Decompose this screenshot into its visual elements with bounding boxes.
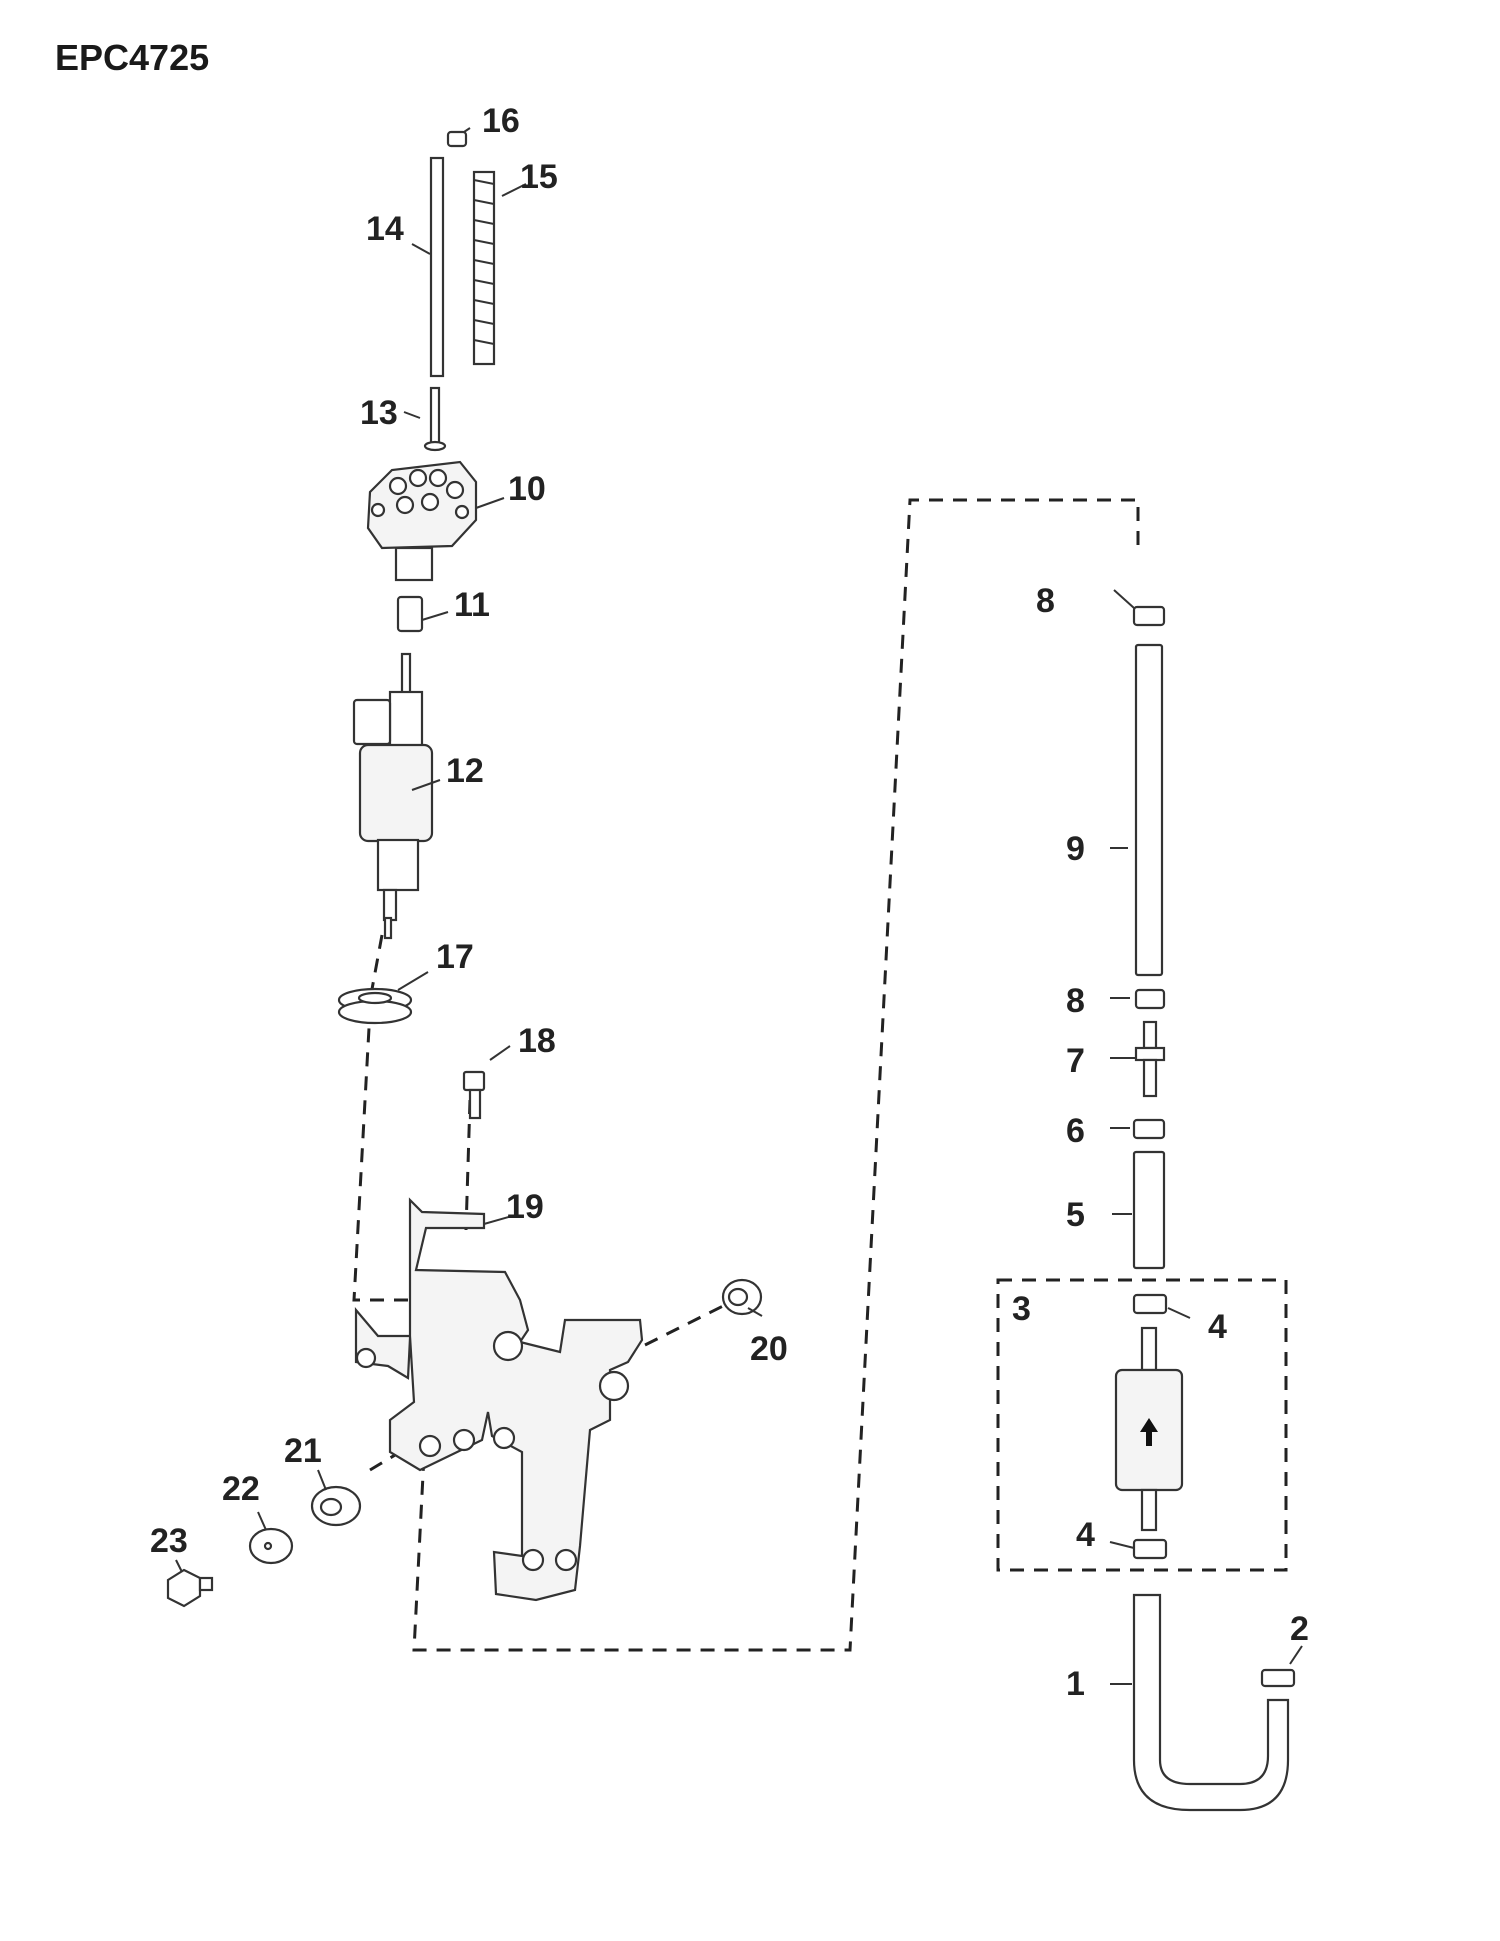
part-14-rod <box>429 156 445 378</box>
diagram-id-title: EPC4725 <box>55 37 209 78</box>
callout-label-5: 5 <box>1066 1196 1085 1234</box>
callout-label-11: 11 <box>454 586 490 624</box>
callout-label-8-top: 8 <box>1036 582 1055 620</box>
callout-label-21: 21 <box>284 1432 322 1470</box>
callout-label-6: 6 <box>1066 1112 1085 1150</box>
part-6-connector <box>1132 1118 1166 1140</box>
dashed-bolt-axis <box>464 1099 472 1231</box>
part-1-u-hose <box>1132 1593 1290 1812</box>
callout-label-9: 9 <box>1066 830 1085 868</box>
callout-label-8-lower: 8 <box>1066 982 1085 1020</box>
part-8-lower-connector <box>1134 988 1166 1010</box>
part-7-fitting <box>1134 1020 1166 1098</box>
part-8-top-connector <box>1132 605 1166 627</box>
callout-label-2: 2 <box>1290 1610 1309 1648</box>
part-5-hose <box>1132 1150 1166 1270</box>
part-2-cap <box>1260 1668 1296 1688</box>
part-10-pump-head <box>366 460 478 582</box>
part-11-sleeve <box>396 595 424 633</box>
callout-label-15: 15 <box>520 158 558 196</box>
callout-label-16: 16 <box>482 102 520 140</box>
part-9-hose <box>1134 643 1164 977</box>
callout-label-17: 17 <box>436 938 474 976</box>
part-18-bolt <box>462 1070 486 1120</box>
leader-lines <box>175 127 1303 1685</box>
flow-direction-arrow-icon <box>1140 1418 1158 1446</box>
part-21-grommet <box>310 1485 362 1527</box>
part-15-spring <box>472 170 496 366</box>
callout-label-10: 10 <box>508 470 546 508</box>
callout-label-18: 18 <box>518 1022 556 1060</box>
callout-label-19: 19 <box>506 1188 544 1226</box>
part-3-fuel-filter <box>1114 1326 1184 1532</box>
part-23-bolt <box>166 1568 214 1608</box>
filter-assembly-box <box>996 1278 1288 1572</box>
part-12-pump-body <box>352 652 434 940</box>
callout-label-20: 20 <box>750 1330 788 1368</box>
callout-label-22: 22 <box>222 1470 260 1508</box>
callout-label-14: 14 <box>366 210 404 248</box>
part-17-grommet <box>337 987 413 1025</box>
part-4-upper-connector <box>1132 1293 1168 1315</box>
callout-label-1: 1 <box>1066 1665 1085 1703</box>
callout-label-4-lower: 4 <box>1076 1516 1095 1554</box>
part-13-pin <box>423 386 447 452</box>
callout-label-12: 12 <box>446 752 484 790</box>
part-19-bracket <box>354 1197 644 1602</box>
callout-label-3: 3 <box>1012 1290 1031 1328</box>
dashed-bracket-path <box>352 1009 432 1302</box>
callout-label-23: 23 <box>150 1522 188 1560</box>
part-22-washer <box>248 1527 294 1565</box>
dashed-grommet-axis <box>644 1303 726 1347</box>
callout-label-7: 7 <box>1066 1042 1085 1080</box>
part-4-lower-connector <box>1132 1538 1168 1560</box>
callout-label-13: 13 <box>360 394 398 432</box>
part-20-washer <box>721 1278 763 1316</box>
callout-label-4-upper: 4 <box>1208 1308 1227 1346</box>
dashed-fuel-line-path <box>412 498 1140 1652</box>
part-16-cap <box>446 130 468 148</box>
